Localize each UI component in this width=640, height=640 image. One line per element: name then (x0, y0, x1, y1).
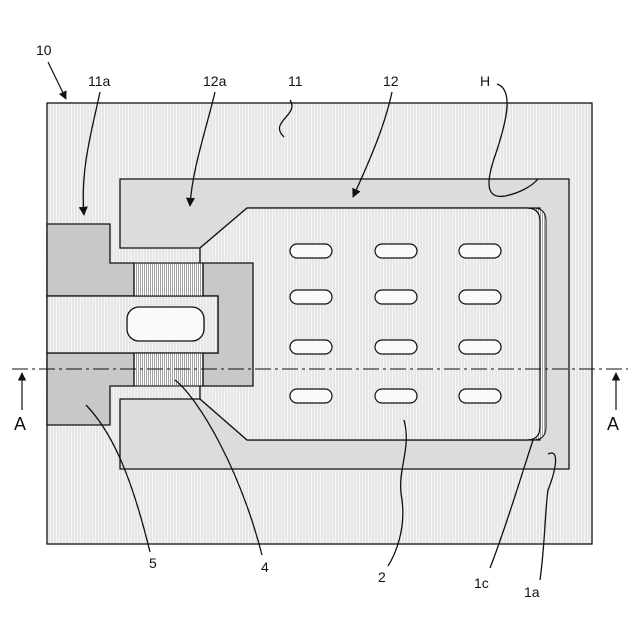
slot (375, 389, 417, 403)
label-inner-region: 12 (383, 73, 399, 89)
label-part-2: 2 (378, 569, 386, 585)
leader-10 (48, 62, 66, 99)
slot (375, 340, 417, 354)
label-inner-edge: 12a (203, 73, 227, 89)
connector-slot (127, 307, 204, 341)
label-part-4: 4 (261, 559, 269, 575)
label-section-right: A (607, 414, 619, 434)
joint-upper (134, 263, 203, 296)
label-section-left: A (14, 414, 26, 434)
label-part-5: 5 (149, 555, 157, 571)
label-hole: H (480, 73, 490, 89)
slot (459, 290, 501, 304)
label-outer-region: 11 (288, 73, 303, 89)
slot (459, 389, 501, 403)
label-device: 10 (36, 42, 52, 58)
slot (290, 340, 332, 354)
slot (290, 244, 332, 258)
slot (375, 244, 417, 258)
slot (375, 290, 417, 304)
label-frame-lead: 11a (88, 73, 111, 89)
slot (459, 244, 501, 258)
slot (290, 290, 332, 304)
slot (459, 340, 501, 354)
label-part-1c: 1c (474, 575, 489, 591)
slot (290, 389, 332, 403)
label-part-1a: 1a (524, 584, 540, 600)
